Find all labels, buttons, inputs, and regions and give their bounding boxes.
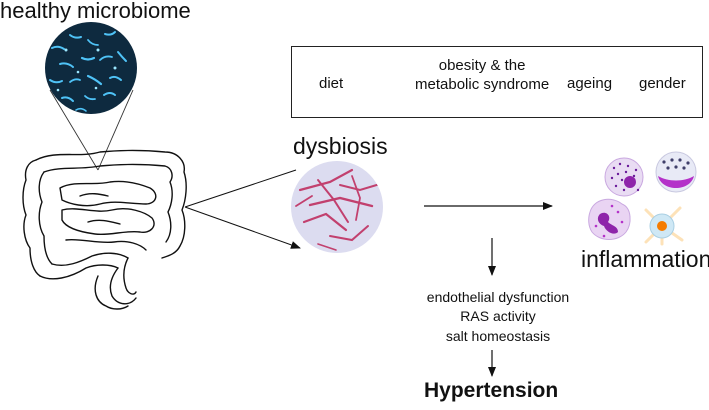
dysbiosis-micrograph (291, 161, 383, 253)
immune-cell-icons (588, 151, 697, 246)
dendritic-cell-icon (644, 206, 684, 246)
intestine-icon (22, 149, 187, 310)
mechanism-endothelial: endothelial dysfunction (426, 289, 570, 305)
eosinophil-icon (655, 151, 697, 193)
risk-factors-box: diet obesity & the metabolic syndrome ag… (291, 46, 703, 118)
factor-gender: gender (639, 75, 686, 92)
hypertension-label: Hypertension (424, 379, 559, 402)
healthy-microbiome-micrograph (45, 22, 137, 114)
factor-ageing: ageing (567, 75, 613, 92)
connector-to-dysbiosis (184, 169, 301, 249)
mechanism-ras: RAS activity (460, 308, 536, 324)
factor-obesity: obesity & the metabolic syndrome (415, 56, 549, 94)
factor-obesity-line1: obesity & the (438, 57, 526, 74)
zoom-lines-healthy (49, 89, 134, 171)
inflammation-label: inflammation (581, 246, 709, 272)
dysbiosis-title: dysbiosis (293, 133, 388, 159)
factor-diet: diet (319, 75, 344, 92)
mechanism-salt: salt homeostasis (445, 328, 551, 344)
factor-obesity-line2: metabolic syndrome (415, 76, 550, 93)
mast-cell-icon (604, 157, 644, 197)
neutrophil-icon (588, 198, 631, 240)
healthy-microbiome-title: healthy microbiome (0, 0, 191, 23)
